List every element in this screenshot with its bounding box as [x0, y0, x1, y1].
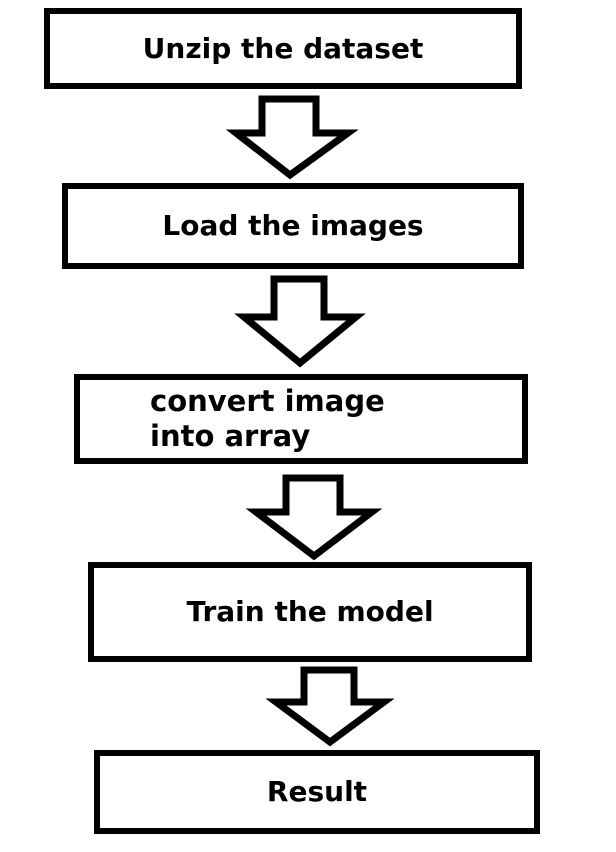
- down-arrow-icon: [245, 474, 383, 561]
- step-box-unzip-dataset: Unzip the dataset: [44, 8, 522, 89]
- step-box-load-images: Load the images: [62, 183, 524, 269]
- down-arrow-icon: [225, 95, 359, 180]
- step-label: Load the images: [162, 209, 424, 243]
- step-label: Train the model: [186, 595, 434, 629]
- step-label: convert image into array: [150, 384, 385, 453]
- down-arrow-icon: [265, 666, 395, 747]
- step-label: Result: [266, 775, 368, 809]
- down-arrow-icon: [234, 275, 366, 368]
- step-label: Unzip the dataset: [142, 31, 424, 65]
- step-box-convert-image: convert image into array: [74, 374, 528, 464]
- step-box-train-model: Train the model: [88, 562, 532, 662]
- step-box-result: Result: [94, 750, 540, 834]
